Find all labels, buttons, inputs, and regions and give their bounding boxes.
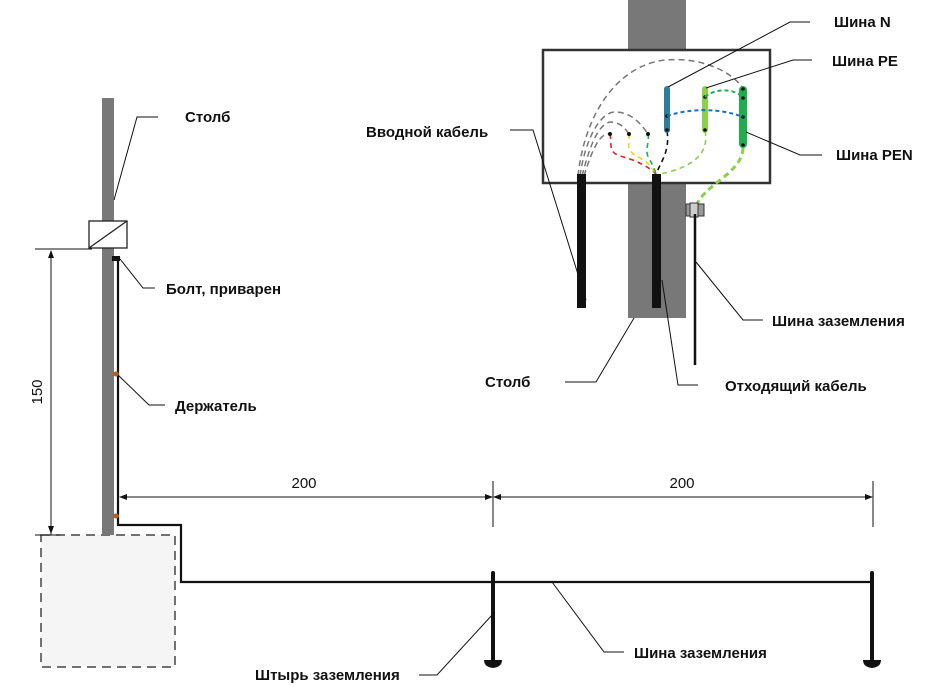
pole-left bbox=[102, 98, 114, 535]
label-input-cable: Вводной кабель bbox=[366, 124, 488, 141]
label-ground-bus-right: Шина заземления bbox=[772, 313, 905, 330]
foundation bbox=[40, 534, 176, 668]
label-output-cable: Отходящий кабель bbox=[725, 378, 867, 395]
cabinet bbox=[541, 48, 772, 185]
label-ground-bus-bottom: Шина заземления bbox=[634, 645, 767, 662]
output-cable bbox=[652, 174, 661, 308]
input-cable bbox=[577, 174, 586, 308]
holder-bottom bbox=[113, 513, 119, 519]
label-bolt: Болт, приварен bbox=[166, 281, 281, 298]
ground-conductor bbox=[116, 258, 873, 584]
dim-horizontal-2: 200 bbox=[669, 475, 694, 492]
bus-n bbox=[664, 86, 670, 133]
label-pole-left: Столб bbox=[185, 109, 230, 126]
holder-top bbox=[113, 371, 119, 377]
dim-vertical: 150 bbox=[29, 379, 46, 404]
label-pole-right: Столб bbox=[485, 374, 530, 391]
ground-rod-1 bbox=[484, 571, 502, 668]
label-bus-n: Шина N bbox=[834, 14, 891, 31]
label-holder: Держатель bbox=[175, 398, 257, 415]
bolt bbox=[112, 256, 120, 261]
ground-rod-2 bbox=[863, 571, 881, 668]
label-bus-pen: Шина PEN bbox=[836, 147, 913, 164]
label-bus-pe: Шина PE bbox=[832, 53, 898, 70]
dim-horizontal-1: 200 bbox=[291, 475, 316, 492]
label-ground-rod: Штырь заземления bbox=[255, 667, 400, 684]
